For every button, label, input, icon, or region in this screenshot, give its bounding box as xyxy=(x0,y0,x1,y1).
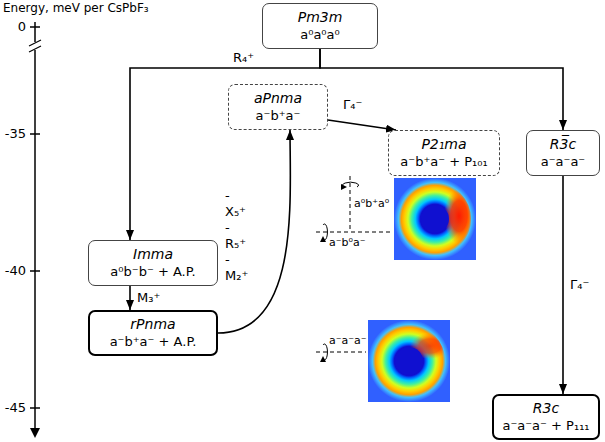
transition-arrow xyxy=(320,49,563,130)
tilt-pattern-label: a⁰a⁰a⁰ xyxy=(300,26,340,44)
heat-map xyxy=(368,320,450,402)
irrep-label: M₃⁺ xyxy=(136,290,161,306)
irrep-label: -X₅⁺ -R₅⁺ -M₂⁺ xyxy=(224,188,249,284)
transition-arrow xyxy=(562,176,564,394)
phase-box: P2₁maa⁻b⁺a⁻ + P₁₀₁ xyxy=(388,130,500,176)
irrep-label: Γ₄⁻ xyxy=(342,97,363,113)
space-group-label: Pm3m xyxy=(298,8,343,26)
tilt-pattern-label: a⁻a⁻a⁻ + P₁₁₁ xyxy=(502,417,589,435)
rotation-arrowhead xyxy=(341,184,347,190)
tilt-pattern-label: a⁻a⁻a⁻ xyxy=(541,153,585,171)
irrep-label: R₄⁺ xyxy=(232,50,255,66)
space-group-label: P2₁ma xyxy=(421,135,466,153)
heat-map-core xyxy=(395,347,423,375)
phase-box: R3̅ca⁻a⁻a⁻ xyxy=(526,130,600,176)
tilt-pattern-label: a⁻b⁺a⁻ xyxy=(256,107,301,125)
rotation-axis xyxy=(316,352,366,353)
phase-box: aPnmaa⁻b⁺a⁻ xyxy=(228,84,328,130)
axis-tick xyxy=(30,270,40,272)
tick-label: -40 xyxy=(4,263,27,279)
phase-box: Pm3ma⁰a⁰a⁰ xyxy=(262,3,378,49)
ground-state-box: rPnmaa⁻b⁺a⁻ + A.P. xyxy=(88,310,218,356)
rotation-label: a⁰b⁺a⁰ xyxy=(353,197,390,210)
axis-tick xyxy=(30,26,40,28)
transition-arrow xyxy=(218,130,290,333)
heat-map-ring xyxy=(368,320,450,402)
space-group-label: R3̅c xyxy=(550,135,576,153)
energy-axis xyxy=(34,22,36,430)
transition-arrow xyxy=(129,286,131,310)
tick-label: 0 xyxy=(17,19,27,35)
rotation-arrowhead xyxy=(320,356,326,362)
heat-map-ring xyxy=(394,178,476,260)
tick-label: -35 xyxy=(4,126,27,142)
axis-break-mark xyxy=(29,40,41,46)
axis-arrowhead xyxy=(30,428,40,438)
ground-state-box: R3ca⁻a⁻a⁻ + P₁₁₁ xyxy=(492,394,600,440)
rotation-arrowhead xyxy=(320,236,326,242)
axis-tick xyxy=(30,133,40,135)
phase-box: Immaa⁰b⁻b⁻ + A.P. xyxy=(88,240,218,286)
axis-break-mark xyxy=(29,46,41,52)
irrep-label: Γ₄⁻ xyxy=(569,277,590,293)
space-group-label: Imma xyxy=(133,245,173,263)
tick-label: -45 xyxy=(4,400,27,416)
rotation-label: a⁻b⁰a⁻ xyxy=(328,236,367,249)
heat-map xyxy=(394,178,476,260)
tilt-pattern-label: a⁰b⁻b⁻ + A.P. xyxy=(110,263,195,281)
tilt-pattern-label: a⁻b⁺a⁻ + A.P. xyxy=(110,333,197,351)
axis-title: Energy, meV per CsPbF₃ xyxy=(2,1,150,15)
rotation-axis xyxy=(350,176,351,232)
heat-map-core xyxy=(421,205,449,233)
axis-tick xyxy=(30,407,40,409)
space-group-label: aPnma xyxy=(254,89,302,107)
rotation-label: a⁻a⁻a⁻ xyxy=(328,334,368,347)
tilt-pattern-label: a⁻b⁺a⁻ + P₁₀₁ xyxy=(400,153,487,171)
space-group-label: rPnma xyxy=(130,315,175,333)
transition-arrow xyxy=(328,120,396,130)
space-group-label: R3c xyxy=(533,399,559,417)
